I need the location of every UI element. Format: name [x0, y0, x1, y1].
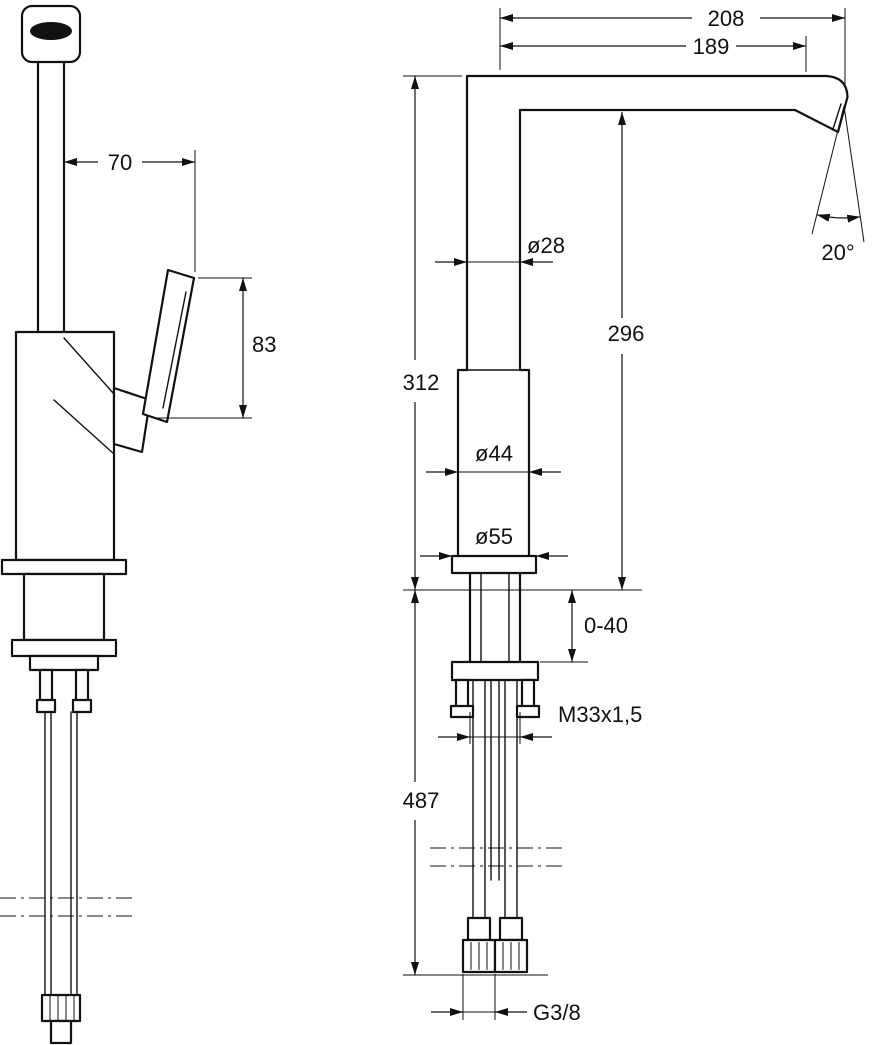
dim-83-label: 83 — [252, 332, 276, 357]
hose-ferrule-right — [498, 916, 524, 942]
spout-tip-inner-line — [466, 103, 842, 371]
side-view — [0, 4, 196, 1045]
base-flange-front — [450, 554, 538, 575]
dim-d28-label: ø28 — [527, 233, 565, 258]
dim-312-label: 312 — [403, 370, 440, 395]
dimension-spout-offset: 70 — [64, 150, 196, 272]
body-detail-lines — [53, 337, 115, 455]
dim-208-label: 208 — [708, 6, 745, 31]
dimension-below-deck-length: 487 — [403, 590, 548, 976]
mounting-nut-side — [28, 654, 100, 672]
angle-arc — [816, 213, 861, 223]
supply-hoses-side — [44, 711, 78, 996]
dim-487-label: 487 — [403, 788, 440, 813]
break-lines-side — [0, 897, 132, 917]
dim-189-label: 189 — [693, 34, 730, 59]
hose-ferrule-left — [466, 916, 492, 942]
mixer-body-side — [14, 330, 116, 562]
dimension-height-total: 312 — [403, 75, 462, 590]
dim-g38-label: G3/8 — [533, 1000, 581, 1025]
dimension-body-diameter: ø44 — [426, 441, 561, 476]
mounting-bolts-front — [449, 678, 541, 719]
dimension-shank-thread: M33x1,5 — [438, 702, 642, 744]
spout-and-riser-front — [465, 74, 849, 372]
dim-20deg-label: 20° — [821, 240, 854, 265]
shank-housing-side — [22, 572, 106, 642]
dim-d55-label: ø55 — [475, 524, 513, 549]
dimension-hose-thread: G3/8 — [431, 974, 581, 1025]
dim-m33-label: M33x1,5 — [558, 702, 642, 727]
dim-d44-label: ø44 — [475, 441, 513, 466]
dim-0-40-label: 0-40 — [584, 613, 628, 638]
spout-outlet-opening — [30, 22, 72, 40]
front-view — [403, 74, 849, 974]
shank-inner-hoses — [480, 572, 510, 663]
angle-leg-line — [811, 105, 845, 235]
mounting-bolts-side — [35, 668, 93, 714]
mounting-bracket-front — [450, 660, 540, 682]
angle-leg-line — [843, 105, 865, 243]
hose-nut-knurl-side — [49, 996, 75, 1020]
break-lines-front — [430, 847, 564, 867]
dimension-reach-inner: 189 — [500, 34, 807, 72]
dimension-riser-diameter: ø28 — [435, 233, 565, 266]
dim-70-label: 70 — [108, 150, 132, 175]
dimension-reach-total: 208 — [499, 6, 846, 88]
dimension-spout-angle: 20° — [811, 105, 865, 265]
hose-end-side — [49, 1019, 73, 1045]
hose-nut-knurl-front — [470, 942, 520, 970]
body-front — [456, 368, 531, 558]
base-flange-side — [0, 558, 128, 576]
dimension-height-underside: 296 — [608, 112, 645, 590]
threaded-shank-front — [468, 571, 522, 664]
handle-boss — [112, 386, 152, 454]
mounting-flange-side — [10, 638, 118, 658]
dimension-base-diameter: ø55 — [420, 524, 568, 560]
dimension-handle-height: 83 — [155, 277, 276, 419]
supply-hoses-front — [472, 679, 518, 919]
dimension-deck-thickness: 0-40 — [540, 590, 628, 663]
handle-detail-line — [162, 291, 187, 409]
dim-296-label: 296 — [608, 321, 645, 346]
riser-pipe-side — [36, 60, 66, 334]
handle-lever — [141, 268, 196, 424]
